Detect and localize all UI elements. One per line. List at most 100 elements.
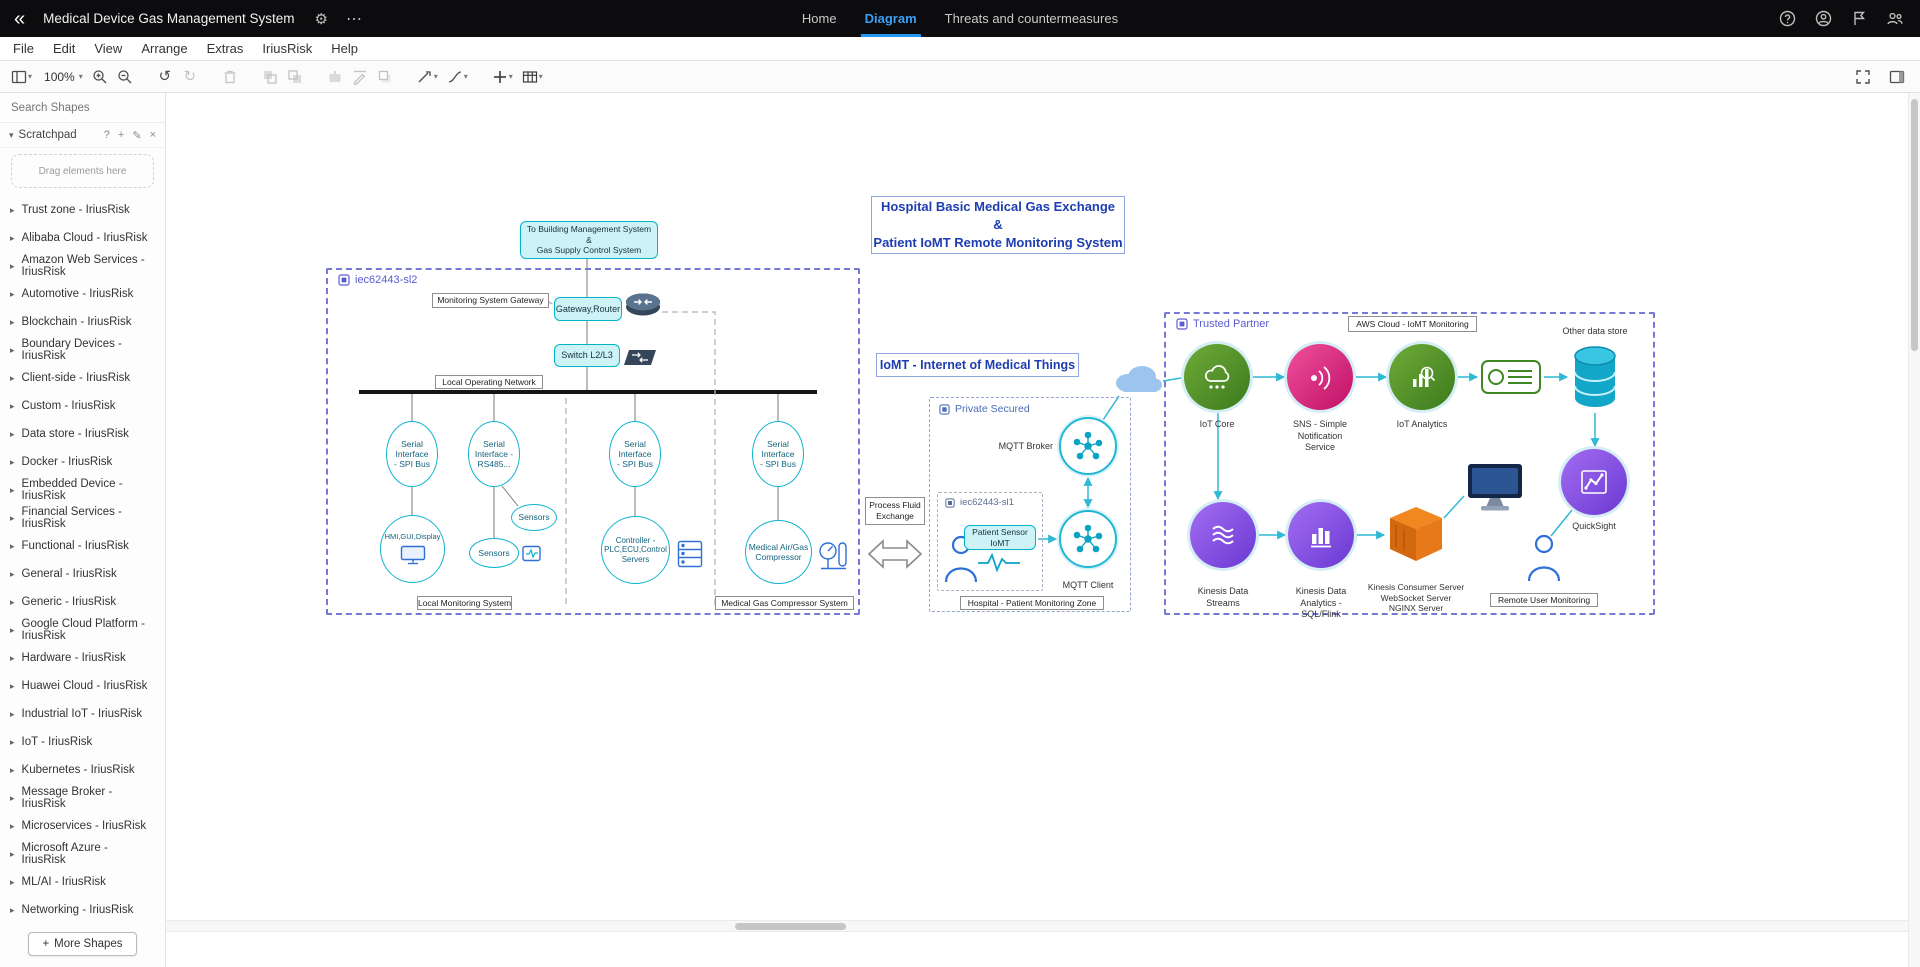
menu-help[interactable]: Help	[331, 41, 358, 56]
shape-category-item[interactable]: ▸ Message Broker - IriusRisk	[0, 784, 165, 812]
line-color-button[interactable]	[349, 66, 371, 88]
monitor-display-icon[interactable]	[1464, 462, 1526, 519]
shape-category-item[interactable]: ▸ Huawei Cloud - IriusRisk	[0, 672, 165, 700]
menu-arrange[interactable]: Arrange	[141, 41, 188, 56]
remote-user-monitoring-label[interactable]: Remote User Monitoring	[1490, 593, 1598, 607]
shape-category-item[interactable]: ▸ Functional - IriusRisk	[0, 532, 165, 560]
horizontal-scrollbar[interactable]	[166, 920, 1908, 932]
process-fluid-exchange-label[interactable]: Process Fluid Exchange	[865, 497, 925, 525]
monitoring-system-gateway-label[interactable]: Monitoring System Gateway	[432, 293, 549, 308]
zoom-out-button[interactable]	[114, 66, 136, 88]
fullscreen-button[interactable]	[1852, 66, 1874, 88]
node-sensors-lower[interactable]: Sensors	[469, 538, 519, 568]
shape-category-item[interactable]: ▸ Amazon Web Services - IriusRisk	[0, 252, 165, 280]
scratchpad-drop-area[interactable]: Drag elements here	[11, 154, 154, 188]
shape-category-item[interactable]: ▸ General - IriusRisk	[0, 560, 165, 588]
fill-color-button[interactable]	[324, 66, 346, 88]
shadow-button[interactable]	[374, 66, 396, 88]
to-front-button[interactable]	[259, 66, 281, 88]
search-shapes-input[interactable]	[9, 100, 167, 115]
node-kinesis-data-analytics[interactable]	[1288, 502, 1354, 568]
node-building-management-system[interactable]: To Building Management System & Gas Supp…	[520, 221, 658, 259]
vertical-scrollbar-thumb[interactable]	[1911, 99, 1918, 351]
shape-category-item[interactable]: ▸ Generic - IriusRisk	[0, 588, 165, 616]
node-quicksight[interactable]	[1561, 449, 1627, 515]
menu-edit[interactable]: Edit	[52, 41, 76, 56]
shape-category-item[interactable]: ▸ Custom - IriusRisk	[0, 392, 165, 420]
help-icon[interactable]	[1778, 10, 1796, 28]
remote-user-person-icon[interactable]	[1526, 533, 1562, 590]
shape-category-item[interactable]: ▸ Trust zone - IriusRisk	[0, 196, 165, 224]
shape-category-item[interactable]: ▸ Data store - IriusRisk	[0, 420, 165, 448]
flag-icon[interactable]	[1850, 10, 1868, 28]
table-button[interactable]: ▾	[519, 67, 546, 87]
diagram-canvas[interactable]: Hospital Basic Medical Gas Exchange & Pa…	[166, 93, 1908, 967]
shape-category-item[interactable]: ▸ Client-side - IriusRisk	[0, 364, 165, 392]
invite-users-icon[interactable]	[1886, 10, 1904, 28]
shape-category-item[interactable]: ▸ Hardware - IriusRisk	[0, 644, 165, 672]
scratchpad-close-icon[interactable]: ×	[149, 128, 156, 141]
collapse-panel-icon[interactable]: «	[14, 7, 26, 30]
more-options-icon[interactable]: ⋯	[345, 10, 363, 28]
shape-category-item[interactable]: ▸ Financial Services - IriusRisk	[0, 504, 165, 532]
hospital-patient-monitoring-zone-label[interactable]: Hospital - Patient Monitoring Zone	[960, 596, 1104, 610]
trust-zone-iec62443-sl1[interactable]	[937, 492, 1043, 591]
shape-category-item[interactable]: ▸ Networking - IriusRisk	[0, 896, 165, 921]
node-kinesis-data-streams[interactable]	[1190, 502, 1256, 568]
more-shapes-button[interactable]: + More Shapes	[28, 932, 137, 956]
horizontal-scrollbar-thumb[interactable]	[735, 923, 846, 930]
node-switch-l2-l3[interactable]: Switch L2/L3	[554, 344, 620, 367]
scratchpad-help-icon[interactable]: ?	[103, 128, 110, 141]
undo-button[interactable]: ↺	[158, 68, 172, 85]
shape-category-item[interactable]: ▸ Automotive - IriusRisk	[0, 280, 165, 308]
node-iot-analytics[interactable]	[1389, 344, 1455, 410]
shape-category-item[interactable]: ▸ Alibaba Cloud - IriusRisk	[0, 224, 165, 252]
zoom-in-button[interactable]	[89, 66, 111, 88]
settings-gear-icon[interactable]: ⚙	[314, 10, 328, 28]
insert-button[interactable]: ▾	[493, 70, 513, 83]
menu-iriusrisk[interactable]: IriusRisk	[262, 41, 313, 56]
local-operating-network-label[interactable]: Local Operating Network	[435, 375, 543, 389]
node-iot-core[interactable]	[1184, 344, 1250, 410]
shape-category-item[interactable]: ▸ Blockchain - IriusRisk	[0, 308, 165, 336]
redo-button[interactable]: ↻	[183, 68, 197, 85]
shape-category-item[interactable]: ▸ Microservices - IriusRisk	[0, 812, 165, 840]
node-sns[interactable]	[1287, 344, 1353, 410]
node-serial-interface-rs485[interactable]: Serial Interface - RS485...	[468, 421, 520, 487]
node-serial-interface-spi-2[interactable]: Serial Interface - SPI Bus	[609, 421, 661, 487]
trust-zone-iec62443-sl2[interactable]	[326, 268, 860, 615]
node-hmi-gui-display[interactable]: HMI,GUI,Display	[380, 515, 445, 583]
node-sensors-upper[interactable]: Sensors	[511, 504, 557, 531]
vertical-scrollbar[interactable]	[1908, 93, 1920, 967]
tab-threats-countermeasures[interactable]: Threats and countermeasures	[944, 11, 1119, 26]
menu-extras[interactable]: Extras	[206, 41, 244, 56]
shape-category-item[interactable]: ▸ Kubernetes - IriusRisk	[0, 756, 165, 784]
shape-category-item[interactable]: ▸ IoT - IriusRisk	[0, 728, 165, 756]
node-medical-air-gas-compressor[interactable]: Medical Air/Gas Compressor	[745, 520, 812, 584]
node-serial-interface-spi-1[interactable]: Serial Interface - SPI Bus	[386, 421, 438, 487]
shape-category-item[interactable]: ▸ Embedded Device - IriusRisk	[0, 476, 165, 504]
tab-home[interactable]: Home	[801, 11, 837, 26]
iomt-title[interactable]: IoMT - Internet of Medical Things	[876, 353, 1079, 377]
waypoint-style-button[interactable]: ▾	[444, 67, 471, 87]
shape-category-item[interactable]: ▸ Google Cloud Platform - IriusRisk	[0, 616, 165, 644]
node-mqtt-client[interactable]	[1059, 510, 1117, 568]
shape-category-item[interactable]: ▸ Boundary Devices - IriusRisk	[0, 336, 165, 364]
trust-zone-private-secured[interactable]	[929, 397, 1131, 612]
shape-category-item[interactable]: ▸ Microsoft Azure - IriusRisk	[0, 840, 165, 868]
node-gateway-router[interactable]: Gateway,Router	[554, 297, 622, 321]
scratchpad-edit-icon[interactable]: ✎	[132, 129, 142, 142]
kinesis-consumer-server-icon[interactable]	[1388, 505, 1444, 570]
zoom-dropdown[interactable]: 100% ▾	[38, 68, 86, 86]
to-back-button[interactable]	[284, 66, 306, 88]
scratchpad-header[interactable]: ▾ Scratchpad ? + ✎ ×	[0, 123, 165, 148]
node-serial-interface-spi-3[interactable]: Serial Interface - SPI Bus	[752, 421, 804, 487]
shape-category-item[interactable]: ▸ Industrial IoT - IriusRisk	[0, 700, 165, 728]
trust-zone-trusted-partner[interactable]	[1164, 312, 1655, 615]
node-patient-sensor-iomt[interactable]: Patient Sensor IoMT	[964, 525, 1036, 550]
node-controller-plc[interactable]: Controller - PLC,ECU,Control Servers	[601, 516, 670, 584]
format-panel-toggle[interactable]	[1886, 66, 1908, 88]
menu-file[interactable]: File	[13, 41, 34, 56]
scratchpad-add-icon[interactable]: +	[117, 128, 125, 141]
tab-diagram[interactable]: Diagram	[860, 0, 921, 37]
